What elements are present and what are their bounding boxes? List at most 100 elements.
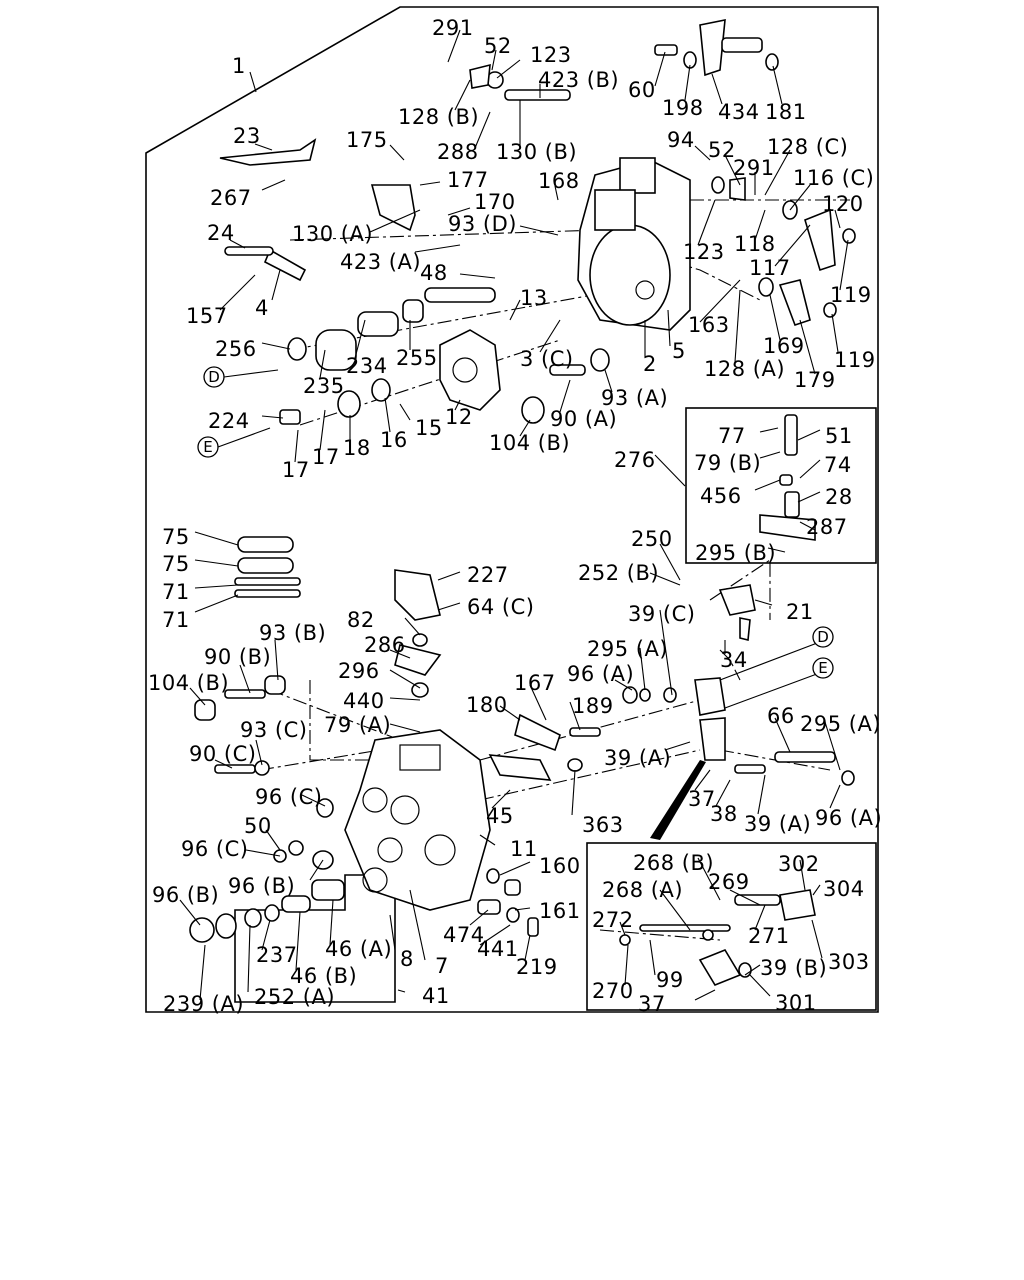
centerline-7 xyxy=(259,749,381,771)
part-label: 28 xyxy=(825,485,853,509)
part-label: 1 xyxy=(232,54,246,78)
part-label: 15 xyxy=(415,416,443,440)
part-label: 96 (A) xyxy=(567,662,634,686)
leader-line xyxy=(194,559,239,567)
connector-letter: D xyxy=(208,368,220,386)
part-label: 34 xyxy=(720,648,748,672)
leader-line xyxy=(274,639,279,681)
part-label: 168 xyxy=(538,169,580,193)
leader-line xyxy=(659,609,673,696)
leader-line xyxy=(384,397,391,433)
part-label: 295 (A) xyxy=(800,712,881,736)
part-label: 46 (B) xyxy=(290,964,357,988)
part-label: 235 xyxy=(303,374,345,398)
centerline-10 xyxy=(709,558,771,620)
part-label: 39 (B) xyxy=(760,956,827,980)
leader-line xyxy=(554,185,559,201)
part-label: 295 (B) xyxy=(695,541,776,565)
part-label: 120 xyxy=(822,192,864,216)
part-label: 96 (C) xyxy=(181,837,248,861)
leader-line xyxy=(389,649,411,659)
part-label: 51 xyxy=(825,424,853,448)
leader-line xyxy=(239,664,251,694)
leader-line xyxy=(294,429,299,463)
part-label: 45 xyxy=(486,804,514,828)
part-label: 18 xyxy=(343,436,371,460)
part-label: 474 xyxy=(443,923,485,947)
leader-line xyxy=(437,602,461,611)
part-label: 94 xyxy=(667,128,695,152)
part-label: 268 (B) xyxy=(633,851,714,875)
leader-line xyxy=(811,919,823,959)
leader-line xyxy=(715,779,731,807)
part-label: 291 xyxy=(733,156,775,180)
leader-line xyxy=(754,209,766,241)
governor-cover xyxy=(577,157,691,331)
centerline-12 xyxy=(309,680,380,761)
part-label: 252 (A) xyxy=(254,985,335,1009)
connector-circle xyxy=(203,366,225,388)
part-label: 39 (A) xyxy=(604,746,671,770)
leader-line xyxy=(189,687,206,706)
part-label: 96 (A) xyxy=(815,806,882,830)
leader-line xyxy=(757,774,766,815)
part-label: 71 xyxy=(162,608,190,632)
part-label: 128 (C) xyxy=(767,135,848,159)
part-label: 52 xyxy=(708,138,736,162)
leader-line xyxy=(624,944,629,986)
leader-line xyxy=(389,144,405,161)
leader-line xyxy=(399,403,411,421)
leader-line xyxy=(799,319,816,375)
leader-line xyxy=(447,29,461,63)
part-label: 167 xyxy=(514,671,556,695)
leader-line xyxy=(479,924,511,946)
leader-line xyxy=(619,921,626,936)
part-label: 93 (D) xyxy=(448,212,517,236)
part-label: 16 xyxy=(380,428,408,452)
leader-line xyxy=(179,899,201,926)
leader-line xyxy=(329,899,334,946)
leader-line xyxy=(559,379,571,413)
part-label: 363 xyxy=(582,813,624,837)
lever-180 xyxy=(488,713,601,781)
part-label: 7 xyxy=(435,954,449,978)
leader-line xyxy=(254,143,273,151)
connector-circle xyxy=(197,436,219,458)
leader-line xyxy=(265,829,281,851)
leader-line xyxy=(539,319,561,353)
part-label: 170 xyxy=(474,190,516,214)
leader-line xyxy=(454,79,471,111)
part-label: 128 (A) xyxy=(704,357,785,381)
leader-line xyxy=(194,584,239,589)
middle-parts xyxy=(194,569,442,870)
leader-line xyxy=(734,289,741,363)
leader-line xyxy=(744,964,761,976)
part-label: 39 (C) xyxy=(628,602,695,626)
part-label: 17 xyxy=(282,458,310,482)
leader-line xyxy=(667,309,671,347)
part-label: 269 xyxy=(708,870,750,894)
part-label: 252 (B) xyxy=(578,561,659,585)
part-label: 119 xyxy=(834,348,876,372)
part-label: 291 xyxy=(432,16,474,40)
leader-line xyxy=(797,429,821,441)
part-label: 5 xyxy=(672,339,686,363)
part-label: 267 xyxy=(210,186,252,210)
part-label: 12 xyxy=(445,405,473,429)
leader-line xyxy=(214,759,233,769)
part-label: 116 (C) xyxy=(793,166,874,190)
leader-line xyxy=(699,279,741,323)
leader-line xyxy=(829,784,841,809)
part-label: 23 xyxy=(233,124,261,148)
leader-line xyxy=(834,209,841,229)
leader-line xyxy=(496,59,521,79)
connector-leader xyxy=(217,427,271,448)
leader-line xyxy=(369,209,421,233)
leader-line xyxy=(229,239,246,249)
leader-line xyxy=(659,889,691,931)
part-label: 179 xyxy=(794,368,836,392)
leader-line xyxy=(604,369,613,393)
leader-line xyxy=(614,679,633,691)
